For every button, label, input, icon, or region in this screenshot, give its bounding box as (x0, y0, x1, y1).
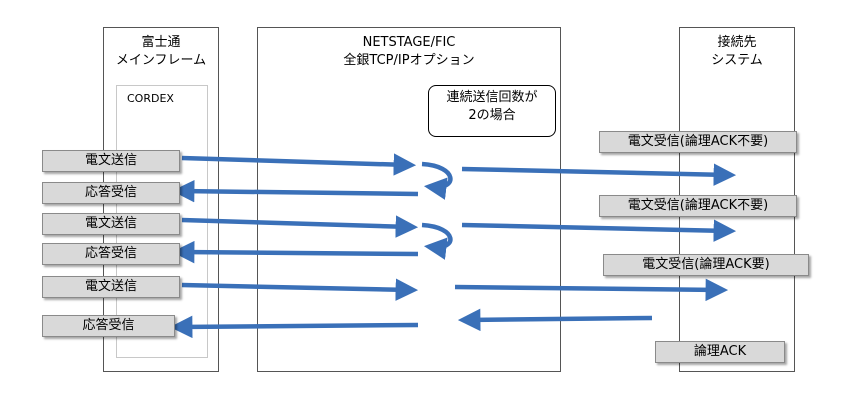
note-line1: 連続送信回数が (446, 90, 538, 105)
left-label-send-3: 電文送信 (42, 276, 180, 298)
left-label-response-3: 応答受信 (42, 315, 175, 337)
ack-arrow-right-segment (457, 308, 653, 332)
fujitsu-title-line1: 富士通 (141, 35, 181, 50)
right-label-receive-2: 電文受信(論理ACK不要) (599, 195, 797, 217)
note-line2: 2の場合 (468, 108, 516, 123)
send-arrow-2-right (461, 219, 737, 242)
loopback-arrow-1 (421, 161, 453, 200)
response-arrow-3 (169, 315, 419, 339)
left-label-send-1: 電文送信 (42, 150, 180, 172)
loopback-arrow-2 (421, 222, 453, 260)
response-arrow-2 (171, 240, 419, 264)
right-label-receive-3: 電文受信(論理ACK要) (603, 254, 809, 276)
left-label-response-2: 応答受信 (42, 243, 180, 265)
continuous-send-note: 連続送信回数が 2の場合 (428, 85, 556, 137)
fujitsu-title-line2: メインフレーム (115, 53, 207, 68)
right-label-logical-ack: 論理ACK (655, 341, 785, 363)
netstage-title-line1: NETSTAGE/FIC (362, 35, 456, 50)
left-label-send-2: 電文送信 (42, 213, 180, 235)
netstage-panel: NETSTAGE/FIC 全銀TCP/IPオプション (257, 27, 561, 372)
partner-title-line2: システム (711, 53, 763, 68)
cordex-label: CORDEX (127, 92, 174, 105)
netstage-title-line2: 全銀TCP/IPオプション (343, 53, 475, 68)
send-arrow-3-left (181, 278, 419, 301)
partner-title-line1: 接続先 (717, 35, 757, 50)
response-arrow-1 (171, 179, 419, 203)
send-arrow-1-right (461, 163, 737, 186)
right-label-receive-1: 電文受信(論理ACK不要) (599, 131, 797, 153)
left-label-response-1: 応答受信 (42, 182, 180, 204)
send-arrow-1-left (181, 153, 417, 176)
send-arrow-2-left (181, 215, 419, 238)
send-arrow-3-right (454, 278, 729, 302)
